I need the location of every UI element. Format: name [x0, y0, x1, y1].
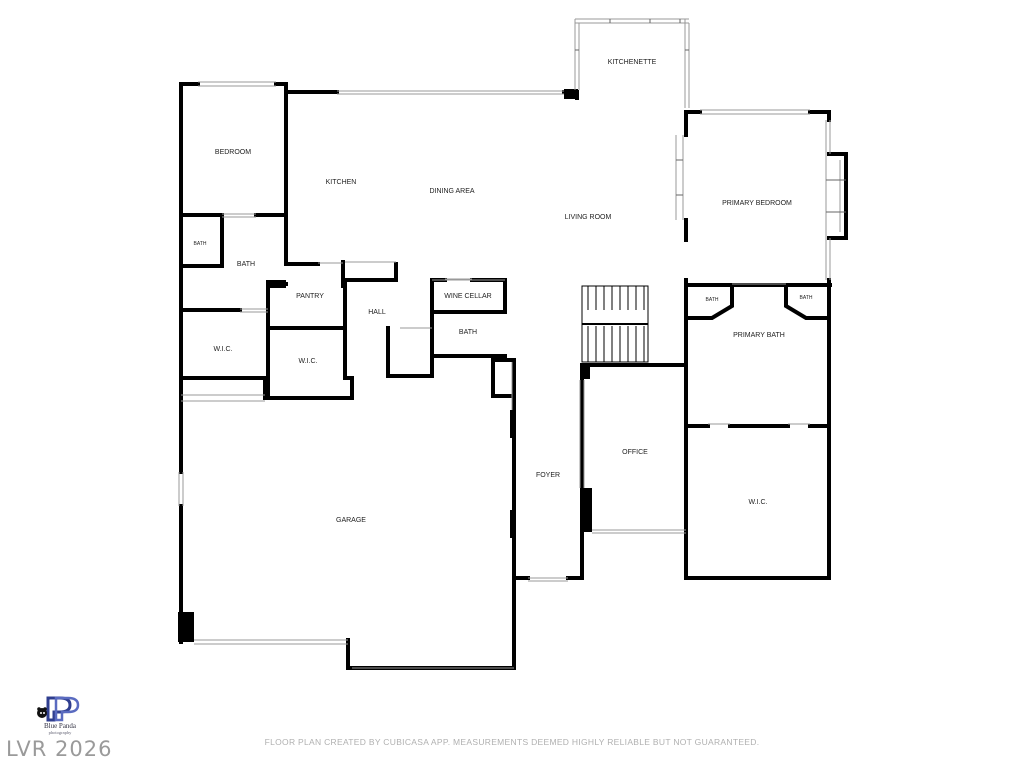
room-label-kitchenette: KITCHENETTE	[608, 59, 657, 66]
thin-walls-windows	[178, 18, 841, 669]
room-label-bath-small-left: BATH	[194, 241, 207, 247]
room-label-wic-left: W.I.C.	[213, 346, 232, 353]
staircase	[581, 285, 649, 363]
room-labels: KITCHENETTE BEDROOM KITCHEN DINING AREA …	[194, 59, 813, 524]
logo-subtitle: photography	[48, 730, 72, 735]
room-label-primary-bedroom: PRIMARY BEDROOM	[722, 200, 792, 207]
room-label-wic-center: W.I.C.	[298, 358, 317, 365]
room-label-hall: HALL	[368, 309, 386, 316]
blue-panda-logo-icon	[37, 696, 80, 722]
footer-note: FLOOR PLAN CREATED BY CUBICASA APP. MEAS…	[264, 737, 760, 747]
room-label-foyer: FOYER	[536, 472, 560, 479]
blue-panda-logo: Blue Panda photography	[30, 694, 90, 738]
room-label-kitchen: KITCHEN	[326, 179, 357, 186]
logo-name: Blue Panda	[43, 722, 77, 730]
room-label-primary-bath-left: BATH	[706, 297, 719, 303]
room-label-living-room: LIVING ROOM	[565, 214, 612, 221]
room-label-pantry: PANTRY	[296, 293, 324, 300]
room-label-office: OFFICE	[622, 449, 648, 456]
room-label-dining-area: DINING AREA	[429, 188, 474, 195]
window-ticks	[575, 19, 846, 213]
room-label-bedroom: BEDROOM	[215, 149, 251, 156]
room-label-primary-bath: PRIMARY BATH	[733, 332, 785, 339]
room-label-bath-left: BATH	[237, 261, 255, 268]
watermark: LVR 2026	[6, 737, 113, 761]
walls	[179, 82, 848, 670]
room-label-bath-center: BATH	[459, 329, 477, 336]
room-label-garage: GARAGE	[336, 517, 366, 524]
wall-blocks	[178, 89, 592, 642]
room-label-wine-cellar: WINE CELLAR	[444, 293, 491, 300]
room-label-wic-primary: W.I.C.	[748, 499, 767, 506]
room-label-primary-bath-right: BATH	[800, 295, 813, 301]
